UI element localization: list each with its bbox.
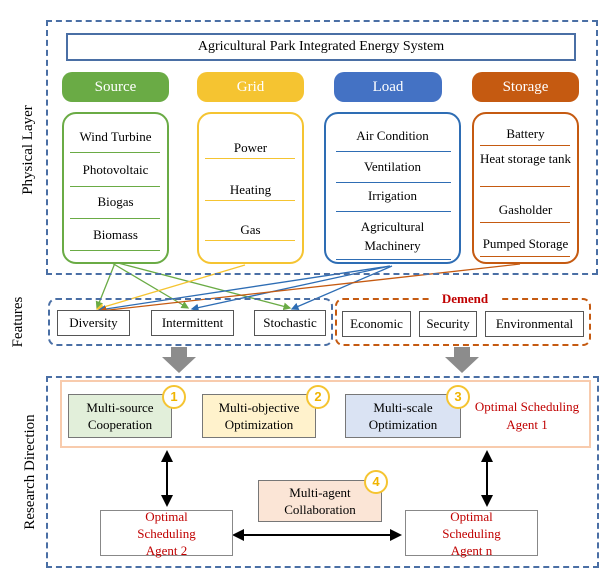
physical-layer-label: Physical Layer: [20, 105, 36, 195]
demand-title: Demend: [430, 291, 500, 307]
divider: [480, 186, 570, 187]
feature-diversity: Diversity: [57, 310, 130, 336]
feature-security: Security: [419, 311, 477, 337]
divider: [70, 152, 160, 153]
research-multi-source: Multi-source Cooperation: [68, 394, 172, 438]
grid-diversity-link: [95, 264, 246, 311]
storage-item: Pumped Storage: [482, 236, 569, 251]
divider: [70, 218, 160, 219]
category-grid: Grid: [197, 72, 304, 102]
divider: [70, 250, 160, 251]
down-arrow-right: [445, 347, 479, 373]
system-title: Agricultural Park Integrated Energy Syst…: [66, 33, 576, 61]
source-column: Wind Turbine Photovoltaic Biogas Biomass: [62, 112, 169, 264]
divider: [336, 151, 451, 152]
source-item: Wind Turbine: [79, 129, 152, 144]
load-item: Agricultural Machinery: [360, 219, 425, 253]
storage-diversity-link: [98, 263, 521, 315]
divider: [336, 259, 451, 260]
source-stochastic-link: [117, 262, 292, 311]
load-item: Ventilation: [363, 159, 422, 174]
agent1-label: Optimal Scheduling Agent 1: [474, 399, 580, 432]
category-source: Source: [62, 72, 169, 102]
grid-column: Power Heating Gas: [197, 112, 304, 264]
source-intermittent-link: [111, 262, 190, 309]
category-storage: Storage: [472, 72, 579, 102]
agent2-box: Optimal Scheduling Agent 2: [100, 509, 233, 558]
features-label: Features: [10, 296, 26, 348]
storage-item: Battery: [506, 126, 545, 141]
storage-item: Heat storage tank: [480, 151, 571, 166]
divider: [336, 211, 451, 212]
research-direction-label: Research Direction: [22, 414, 38, 530]
down-arrow-left: [162, 347, 196, 373]
research-direction-frame: [46, 376, 599, 568]
category-load: Load: [334, 72, 442, 102]
badge-1: 1: [162, 385, 186, 409]
divider: [480, 222, 570, 223]
badge-3: 3: [446, 385, 470, 409]
agent1-region: [60, 380, 591, 448]
storage-column: Battery Heat storage tank Gasholder Pump…: [472, 112, 579, 264]
divider: [336, 182, 451, 183]
physical-layer-frame: [46, 20, 598, 275]
badge-4: 4: [364, 470, 388, 494]
features-group-left: [48, 298, 333, 346]
feature-environmental: Environmental: [485, 311, 584, 337]
agentn-box: Optimal Scheduling Agent n: [405, 509, 538, 558]
grid-item: Heating: [229, 182, 272, 197]
divider: [205, 200, 295, 201]
source-item: Biomass: [93, 227, 138, 242]
source-item: Photovoltaic: [82, 162, 149, 177]
storage-item: Gasholder: [498, 202, 553, 217]
divider: [70, 186, 160, 187]
load-item: Air Condition: [356, 128, 429, 143]
divider: [480, 145, 570, 146]
research-multi-agent: Multi-agent Collaboration: [258, 480, 382, 522]
feature-economic: Economic: [342, 311, 411, 337]
feature-intermittent: Intermittent: [151, 310, 234, 336]
feature-stochastic: Stochastic: [254, 310, 326, 336]
divider: [205, 240, 295, 241]
source-item: Biogas: [97, 194, 134, 209]
source-diversity-link: [95, 262, 116, 310]
load-column: Air Condition Ventilation Irrigation Agr…: [324, 112, 461, 264]
divider: [480, 256, 570, 257]
load-item: Irrigation: [367, 188, 418, 203]
research-multi-objective: Multi-objective Optimization: [202, 394, 316, 438]
research-multi-scale: Multi-scale Optimization: [345, 394, 461, 438]
grid-item: Power: [233, 140, 268, 155]
badge-2: 2: [306, 385, 330, 409]
grid-item: Gas: [240, 222, 261, 237]
divider: [205, 158, 295, 159]
